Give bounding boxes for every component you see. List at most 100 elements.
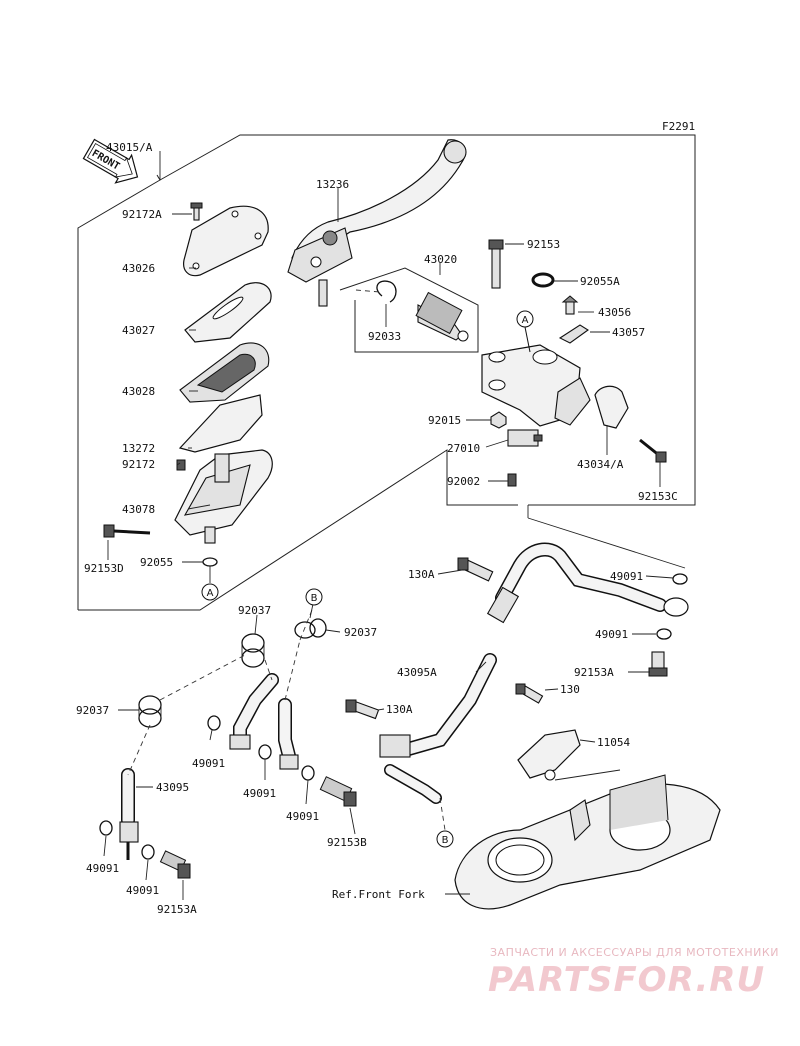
label-assembly: 43015/A xyxy=(106,141,153,154)
svg-text:B: B xyxy=(442,835,449,846)
banjo-bolt-right xyxy=(648,651,668,677)
bolt-130 xyxy=(515,683,544,704)
routing-lines xyxy=(127,289,446,831)
banjo-bolt-mid xyxy=(319,776,357,807)
label-bleeder: 43056 xyxy=(598,306,631,319)
clamp-bolt xyxy=(639,438,667,463)
label-reservoir-bolt: 92153D xyxy=(84,562,124,575)
hose-clamp-right xyxy=(294,618,327,639)
label-hose-clamp-left: 92037 xyxy=(238,604,271,617)
label-screw: 92172 xyxy=(122,458,155,471)
label-washer-top-right: 49091 xyxy=(610,570,643,583)
label-diaphragm-plate: 43027 xyxy=(122,324,155,337)
reservoir-body xyxy=(174,449,273,544)
washer-l2 xyxy=(258,744,272,760)
part-labels: 43015/A 13236 92153 92172A 92055A 43026 … xyxy=(76,141,678,916)
brake-hose-lower xyxy=(119,768,139,860)
washer-l1 xyxy=(207,715,221,731)
front-arrow-icon: FRONT xyxy=(82,138,139,184)
master-cylinder-body xyxy=(481,344,591,427)
nut xyxy=(490,411,507,429)
label-banjo-bolt-mid: 92153B xyxy=(327,836,367,849)
label-bolt-130A-mid: 130A xyxy=(386,703,413,716)
label-clamp-holder: 43034/A xyxy=(577,458,624,471)
label-washer-l1: 49091 xyxy=(192,757,225,770)
label-washer-l2: 49091 xyxy=(243,787,276,800)
label-clamp-lower-left: 92037 xyxy=(76,704,109,717)
circlip xyxy=(376,280,397,303)
oring-top xyxy=(531,272,555,288)
label-bolt-130: 130 xyxy=(560,683,580,696)
fork-triple-clamp xyxy=(454,769,721,910)
bracket xyxy=(517,729,581,781)
diaphragm xyxy=(179,342,270,403)
brake-hose-left xyxy=(229,673,299,770)
label-hose-lower: 43095 xyxy=(156,781,189,794)
washer-right xyxy=(656,628,672,640)
label-bolt-130A-top: 130A xyxy=(408,568,435,581)
label-piston-kit: 43020 xyxy=(424,253,457,266)
screw-small xyxy=(176,459,186,471)
svg-text:A: A xyxy=(207,588,214,599)
svg-text:A: A xyxy=(522,315,529,326)
label-reservoir: 43078 xyxy=(122,503,155,516)
label-clamp-bolt: 92153C xyxy=(638,490,678,503)
bolt-top xyxy=(488,239,504,289)
label-switch: 27010 xyxy=(447,442,480,455)
label-washer-l4: 49091 xyxy=(86,862,119,875)
svg-text:B: B xyxy=(311,593,318,604)
label-banjo-bolt-bottom: 92153A xyxy=(157,903,197,916)
reservoir-bolt xyxy=(103,524,151,538)
reservoir-cap xyxy=(183,205,269,277)
callout-b-upper: B xyxy=(305,588,323,606)
washer-l3 xyxy=(301,765,315,781)
watermark-tagline: ЗАПЧАСТИ И АКСЕССУАРЫ ДЛЯ МОТОТЕХНИКИ xyxy=(490,946,779,959)
label-reservoir-cap: 43026 xyxy=(122,262,155,275)
label-banjo-bolt-right: 92153A xyxy=(574,666,614,679)
label-switch-screw: 92002 xyxy=(447,475,480,488)
callout-a-lower: A xyxy=(201,583,219,601)
label-reference: Ref.Front Fork xyxy=(332,888,425,901)
label-hose-clamp-right: 92037 xyxy=(344,626,377,639)
float-plate xyxy=(178,394,263,453)
hose-clamp-lower xyxy=(138,695,162,728)
label-oring-top: 92055A xyxy=(580,275,620,288)
piston-kit xyxy=(415,291,469,342)
bleeder-cap xyxy=(558,324,589,344)
label-float-plate: 13272 xyxy=(122,442,155,455)
diagram-code: F2291 xyxy=(662,120,695,133)
brake-lever xyxy=(287,139,467,307)
washer-l5 xyxy=(141,844,155,860)
label-oring-bottom: 92055 xyxy=(140,556,173,569)
diaphragm-plate xyxy=(184,282,272,343)
label-diaphragm: 43028 xyxy=(122,385,155,398)
bolt-130A-top xyxy=(457,557,494,582)
label-washer-l3: 49091 xyxy=(286,810,319,823)
hose-clamp-upper xyxy=(241,633,265,668)
banjo-bolt-bottom xyxy=(159,850,191,879)
label-bleeder-cap: 43057 xyxy=(612,326,645,339)
leader-lines xyxy=(103,151,674,900)
label-washer-right: 49091 xyxy=(595,628,628,641)
oring-bottom xyxy=(202,557,218,567)
label-bracket: 11054 xyxy=(597,736,630,749)
brake-light-switch xyxy=(507,429,543,447)
label-nut: 92015 xyxy=(428,414,461,427)
label-bolt-top: 92153 xyxy=(527,238,560,251)
callout-b-lower: B xyxy=(436,830,454,848)
washer-top-right xyxy=(672,573,688,585)
watermark-brand: PARTSFOR.RU xyxy=(488,960,766,1000)
clamp-holder xyxy=(594,385,629,429)
brake-hose-upper xyxy=(379,542,689,804)
washer-l4 xyxy=(99,820,113,836)
label-circlip: 92033 xyxy=(368,330,401,343)
reservoir-screw xyxy=(190,202,203,221)
label-lever: 13236 xyxy=(316,178,349,191)
label-hose-upper: 43095A xyxy=(397,666,437,679)
bleeder-valve xyxy=(561,295,579,315)
callout-a-upper: A xyxy=(516,310,534,353)
switch-screw xyxy=(507,473,517,487)
assembly-frame xyxy=(77,134,696,611)
label-washer-l5: 49091 xyxy=(126,884,159,897)
